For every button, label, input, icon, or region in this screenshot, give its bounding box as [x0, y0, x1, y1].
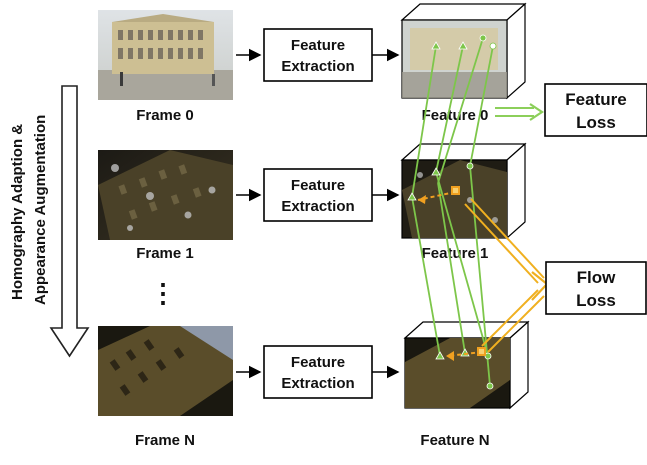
side-label-line2: Appearance Augmentation [32, 115, 49, 305]
frame-0-label: Frame 0 [136, 107, 194, 124]
feature-0-label: Feature 0 [422, 107, 489, 124]
frame-0-image [98, 10, 233, 100]
ellipsis: ⋮ [150, 278, 176, 308]
frame-n-label: Frame N [135, 432, 195, 449]
flow-arrows [417, 186, 486, 361]
svg-text:Feature: Feature [291, 177, 345, 194]
feature-loss-arrow [495, 103, 544, 121]
augmentation-arrow [49, 85, 90, 358]
correspondence-lines [411, 37, 494, 387]
flow-loss-box: Flow Loss [545, 261, 647, 315]
feature-1-cube [400, 142, 527, 240]
feature-1-label: Feature 1 [422, 245, 489, 262]
svg-text:Extraction: Extraction [281, 198, 354, 215]
side-label-line1: Homography Adaption & [9, 124, 26, 300]
frame-n-image [98, 326, 233, 416]
svg-text:Loss: Loss [576, 113, 616, 132]
frame-1-image [98, 150, 233, 240]
svg-text:Extraction: Extraction [281, 375, 354, 392]
svg-text:Feature: Feature [291, 354, 345, 371]
feature-n-label: Feature N [420, 432, 489, 449]
feature-loss-box: Feature Loss [544, 83, 647, 137]
feature-0-cube [400, 2, 527, 100]
svg-text:Feature: Feature [565, 90, 626, 109]
feature-n-cube [403, 320, 530, 410]
svg-text:Extraction: Extraction [281, 58, 354, 75]
svg-text:Flow: Flow [577, 268, 616, 287]
feature-extraction-box-0: Feature Extraction [263, 28, 373, 82]
svg-text:Feature: Feature [291, 37, 345, 54]
frame-1-label: Frame 1 [136, 245, 194, 262]
svg-text:Loss: Loss [576, 291, 616, 310]
feature-extraction-box-n: Feature Extraction [263, 345, 373, 399]
feature-extraction-box-1: Feature Extraction [263, 168, 373, 222]
